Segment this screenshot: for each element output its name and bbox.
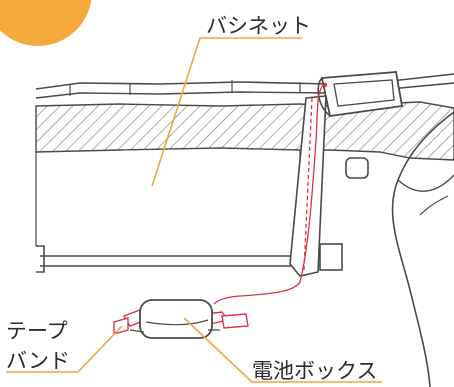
bassinet-fold xyxy=(419,195,449,216)
bassinet-rail-joints xyxy=(69,80,301,96)
bassinet-inner-curve xyxy=(397,174,454,192)
leader-battery-box xyxy=(183,317,382,383)
label-battery-box: 電池ボックス xyxy=(252,359,378,383)
label-bassinet: バシネット xyxy=(206,14,311,38)
bassinet-right-curve xyxy=(391,111,454,387)
battery-box-icon xyxy=(113,299,249,339)
support-bar-left-cap xyxy=(36,245,45,273)
strap-stitch xyxy=(303,97,313,271)
handle-cutout xyxy=(345,157,369,179)
leader-bassinet xyxy=(151,37,302,187)
leader-tape-band xyxy=(6,325,123,373)
sensor-cable xyxy=(213,83,325,305)
label-tape-band-line1: テープ xyxy=(6,319,68,343)
label-tape-band-line2: バンド xyxy=(6,349,71,373)
orange-corner-circle xyxy=(0,0,92,46)
bassinet-fabric-outline xyxy=(35,150,301,246)
support-bar xyxy=(40,255,322,267)
support-bar-right-cap xyxy=(319,243,343,271)
vertical-strap xyxy=(289,95,327,277)
bassinet-top-rail xyxy=(35,73,454,90)
bassinet-rail-lower xyxy=(35,82,454,99)
cable-connector-dot xyxy=(322,82,328,88)
sensor-unit-icon xyxy=(317,71,404,118)
mesh-band xyxy=(35,101,454,161)
